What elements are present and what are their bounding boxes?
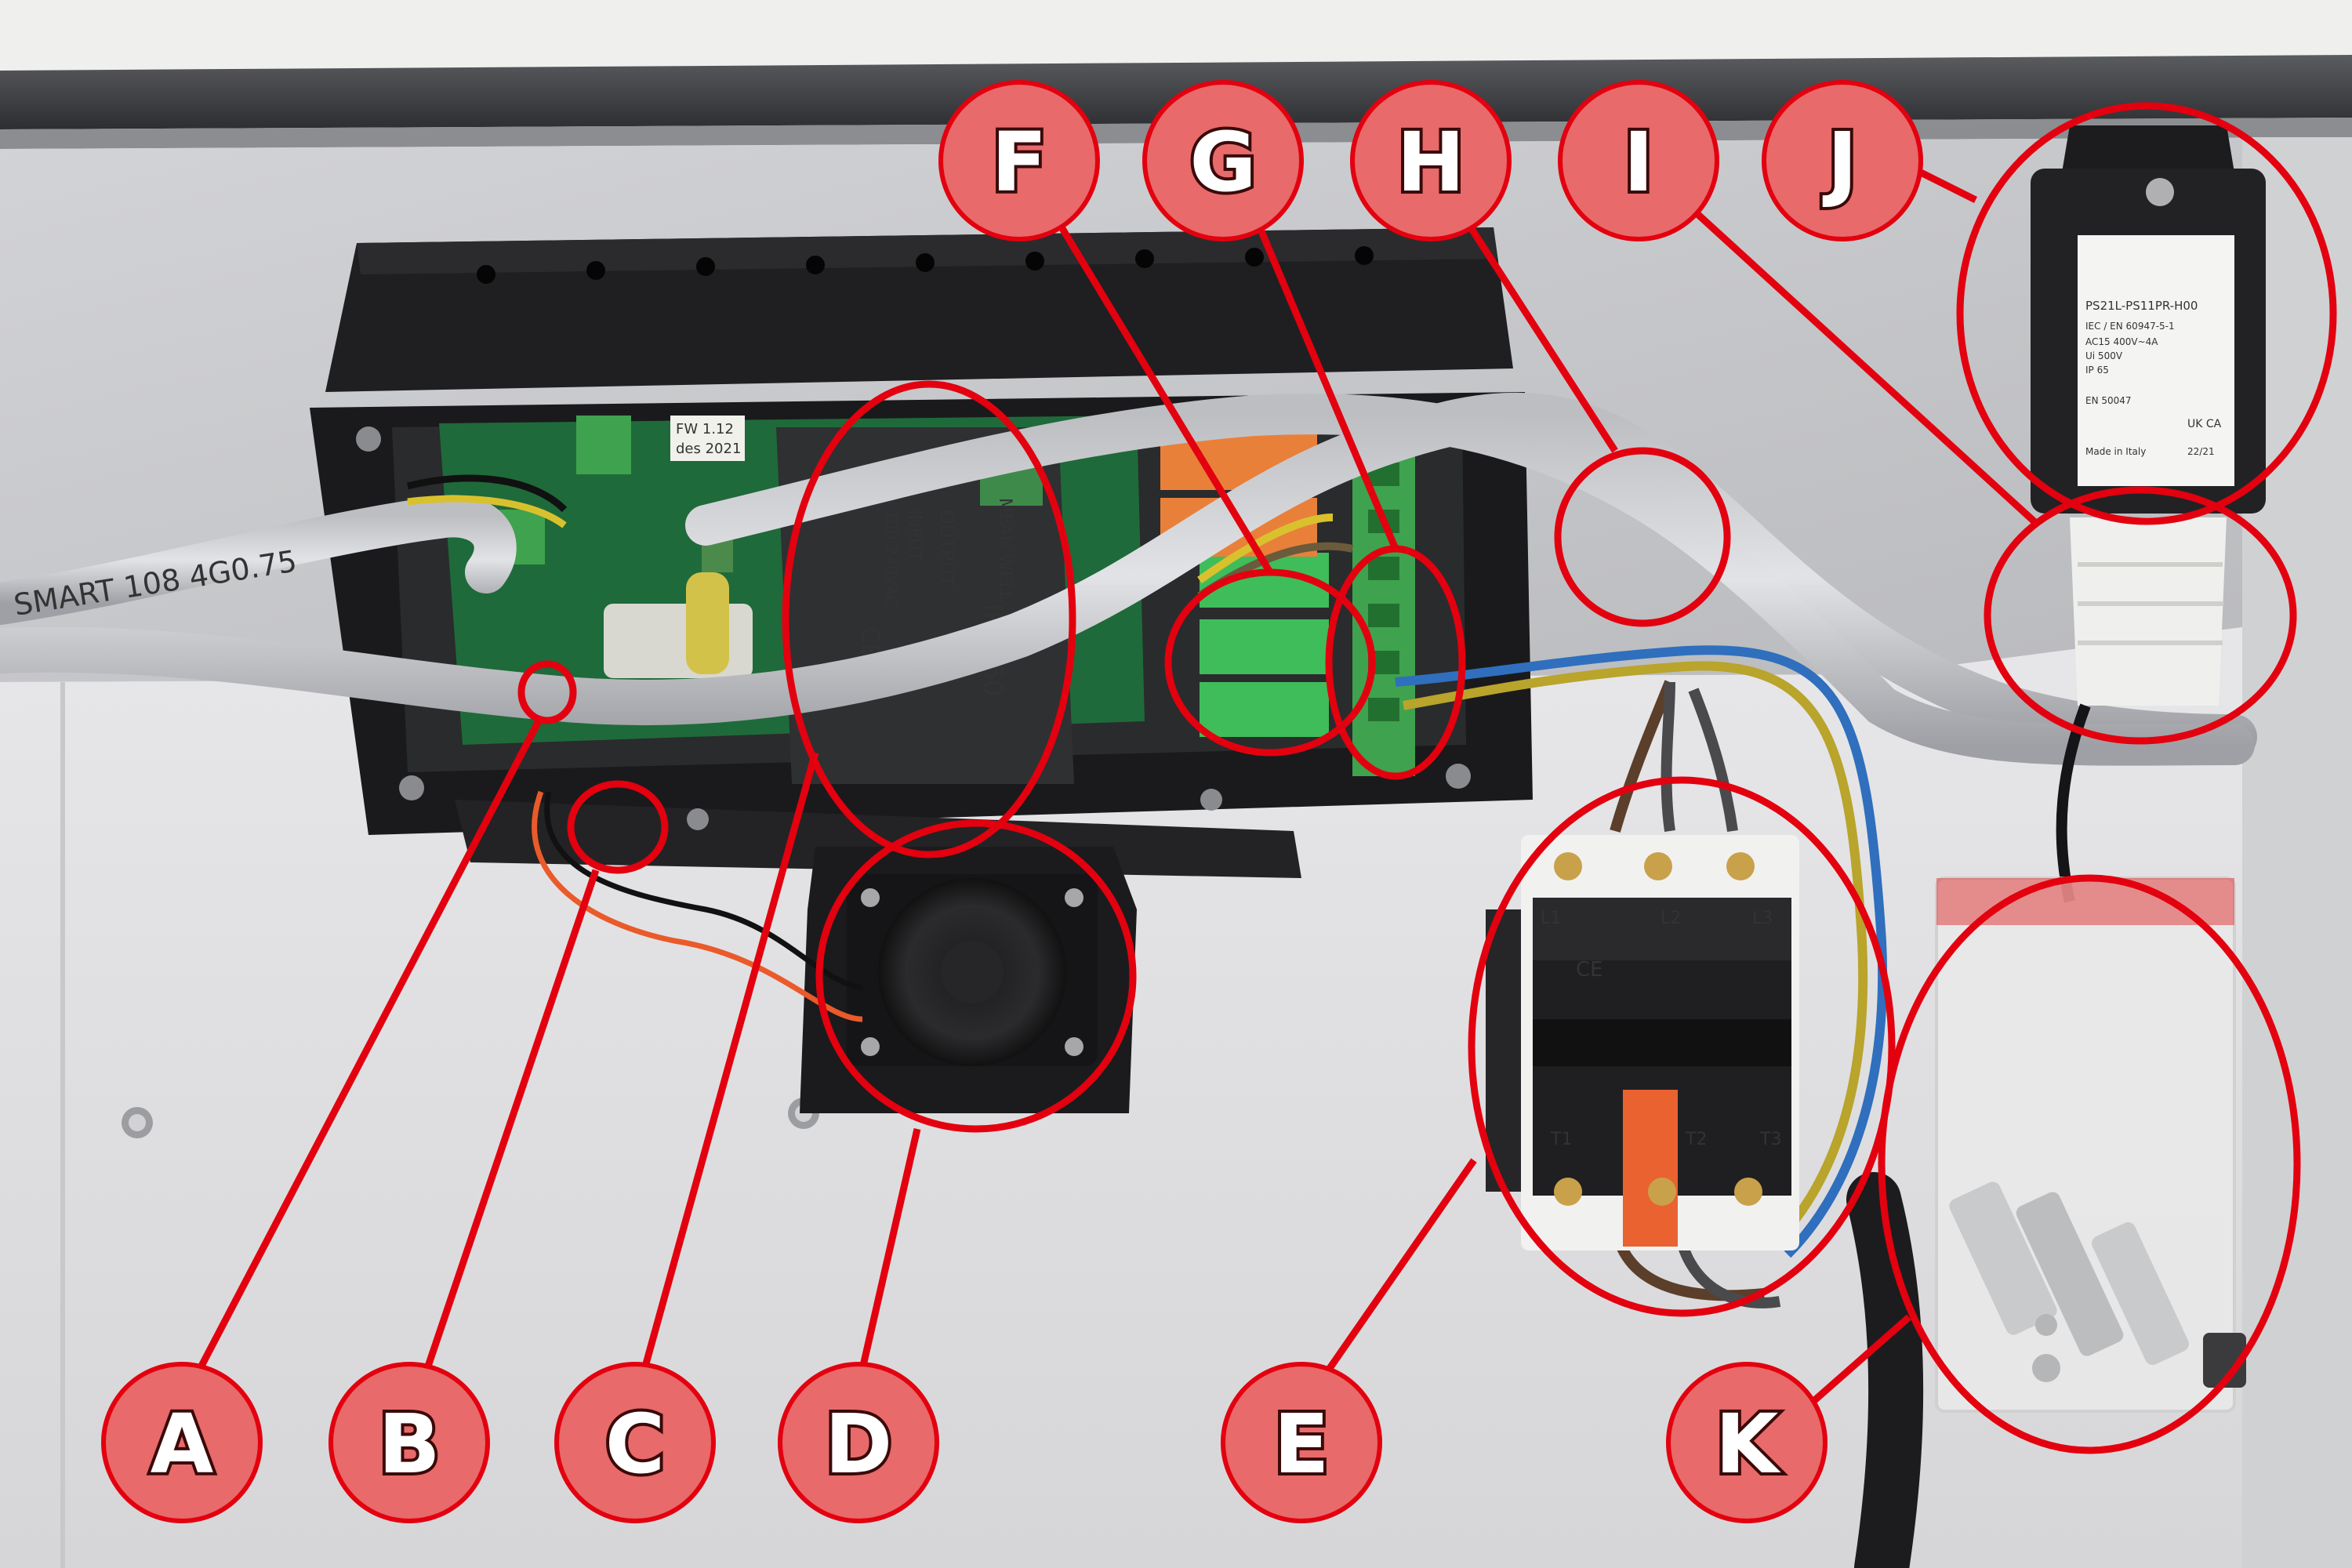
- contactor-l1: L1: [1541, 909, 1561, 928]
- switch-model: PS21L-PS11PR-H00: [2085, 299, 2198, 313]
- switch-rating: AC15 400V~4A: [2085, 336, 2158, 347]
- switch-ip: IP 65: [2085, 365, 2109, 376]
- contactor-t2: T2: [1685, 1130, 1707, 1149]
- grey-cable-switch: [685, 394, 2255, 766]
- ring-c: [782, 380, 1076, 858]
- black-power-cable: [1846, 1172, 1924, 1568]
- grey-cable-upper: [0, 495, 517, 625]
- badge-c-letter: C: [605, 1396, 665, 1492]
- leader-i: [1675, 193, 2042, 528]
- leader-c: [631, 751, 819, 1405]
- psu-brand: MEAN WELL: [995, 498, 1014, 601]
- badge-h-letter: H: [1396, 114, 1465, 210]
- cooling-fan: [800, 847, 1137, 1113]
- leader-g: [1243, 194, 1399, 550]
- switch-date: 22/21: [2187, 446, 2215, 457]
- firmware-date: des 2021: [676, 441, 741, 457]
- ring-g: [1325, 545, 1466, 780]
- badge-a-letter: A: [151, 1396, 214, 1492]
- grey-cable-main: [0, 392, 2257, 760]
- contactor-l3: L3: [1752, 909, 1773, 928]
- leader-d: [851, 1127, 921, 1405]
- ring-b: [567, 780, 669, 874]
- switch-en: EN 50047: [2085, 395, 2132, 406]
- ring-i: [1984, 486, 2297, 745]
- badge-e[interactable]: E: [1221, 1362, 1382, 1523]
- badge-g-letter: G: [1189, 114, 1256, 210]
- badge-d[interactable]: D: [778, 1362, 939, 1523]
- leader-h: [1447, 194, 1618, 453]
- badge-f[interactable]: F: [938, 80, 1100, 241]
- badge-b-letter: B: [378, 1396, 440, 1492]
- badge-b[interactable]: B: [328, 1362, 490, 1523]
- badge-i-letter: I: [1624, 114, 1654, 210]
- psu-range: 100-240VAC: [882, 510, 901, 606]
- switch-origin: Made in Italy: [2085, 446, 2146, 457]
- ring-a: [517, 660, 577, 724]
- badge-a[interactable]: A: [101, 1362, 263, 1523]
- badge-j[interactable]: J: [1762, 80, 1923, 241]
- badge-i[interactable]: I: [1558, 80, 1719, 241]
- badge-e-letter: E: [1273, 1396, 1329, 1492]
- contactor-t1: T1: [1550, 1130, 1572, 1149]
- switch-standard: IEC / EN 60947-5-1: [2085, 321, 2175, 332]
- badge-j-letter: J: [1823, 114, 1858, 210]
- spare-parts-bag: [1935, 877, 2246, 1413]
- badge-d-letter: D: [825, 1396, 892, 1492]
- switch-ukca: UK CA: [2187, 418, 2222, 430]
- callout-leaders: [179, 161, 2042, 1406]
- psu-input: INPUT: [905, 510, 924, 561]
- buzzer: [686, 572, 729, 674]
- callout-rings: [517, 102, 2337, 1454]
- contactor-t3: T3: [1759, 1130, 1781, 1149]
- badge-c[interactable]: C: [554, 1362, 716, 1523]
- leader-a: [179, 717, 543, 1406]
- green-yellow-wire: [1402, 661, 1868, 1250]
- ring-h: [1554, 447, 1731, 627]
- badge-k-letter: K: [1715, 1396, 1781, 1492]
- limit-switch: PS21L-PS11PR-H00 IEC / EN 60947-5-1 AC15…: [2031, 125, 2266, 706]
- terminal-blocks: [498, 416, 1415, 776]
- leader-e: [1302, 1158, 1477, 1406]
- firmware-label: [670, 416, 745, 461]
- ring-k: [1878, 874, 2301, 1454]
- contactor-l2: L2: [1661, 909, 1681, 928]
- callout-badges: A B C D E F G H: [101, 80, 1923, 1523]
- ring-j: [1956, 102, 2337, 525]
- contactor: L1 L2 L3 CE T1 T2 T3: [1486, 835, 1799, 1250]
- switch-ui: Ui 500V: [2085, 350, 2123, 361]
- badge-k[interactable]: K: [1666, 1362, 1828, 1523]
- ring-d: [815, 819, 1137, 1133]
- leader-f: [1040, 194, 1273, 575]
- ring-e: [1468, 776, 1896, 1317]
- psu-output: OUTPUT: [936, 510, 958, 586]
- badge-f-letter: F: [991, 114, 1047, 210]
- leader-b: [412, 869, 600, 1405]
- contactor-ce: CE: [1576, 958, 1603, 982]
- blue-wire: [1395, 645, 1888, 1258]
- leader-k: [1809, 1314, 1911, 1406]
- firmware-version: FW 1.12: [676, 421, 734, 437]
- badge-h[interactable]: H: [1350, 80, 1512, 241]
- badge-g[interactable]: G: [1142, 80, 1304, 241]
